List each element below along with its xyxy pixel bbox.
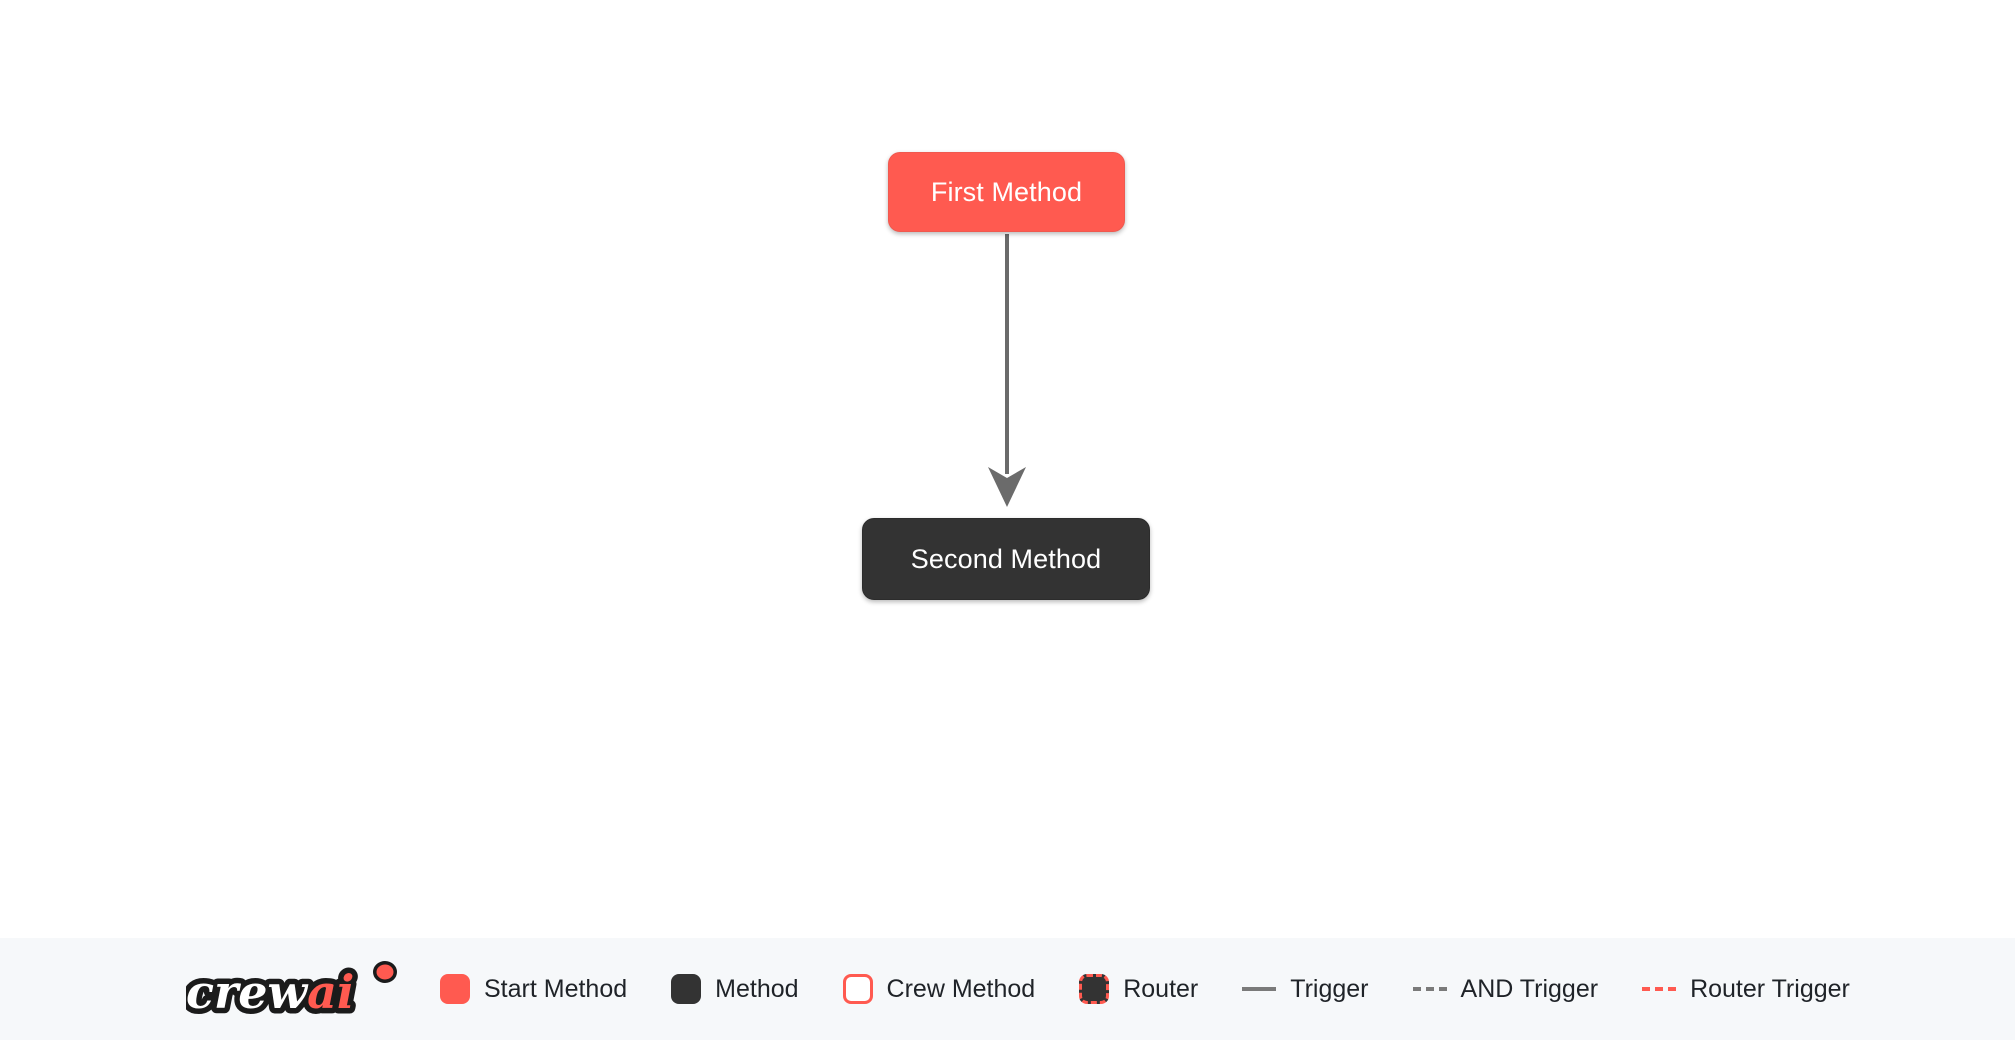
node-label: First Method [930, 176, 1083, 207]
edge-first-to-second [988, 234, 1026, 507]
legend-bar: crewai crew crewai Start Method Method C… [0, 938, 2015, 1040]
flow-canvas[interactable]: First Method Second Method [0, 0, 2015, 938]
and-trigger-line-icon [1412, 987, 1447, 991]
node-label: Second Method [910, 543, 1102, 574]
legend-item-and-trigger[interactable]: AND Trigger [1412, 974, 1599, 1003]
legend-label: Trigger [1290, 974, 1369, 1003]
legend-label: AND Trigger [1460, 974, 1599, 1003]
svg-text:crew: crew [186, 965, 309, 1019]
legend-label: Crew Method [886, 974, 1036, 1003]
legend-item-method[interactable]: Method [671, 974, 799, 1004]
node-first-method[interactable]: First Method [888, 152, 1125, 232]
crew-method-swatch-icon [842, 974, 873, 1004]
legend-items: Start Method Method Crew Method Router T… [440, 974, 1850, 1004]
edge-layer [988, 234, 1026, 507]
legend-label: Start Method [484, 974, 628, 1003]
start-method-swatch-icon [440, 974, 470, 1004]
router-swatch-icon [1079, 974, 1110, 1004]
legend-item-router[interactable]: Router [1079, 974, 1198, 1004]
trigger-line-icon [1242, 987, 1277, 991]
svg-text:crewai: crewai [186, 965, 354, 1019]
legend-label: Router Trigger [1690, 974, 1850, 1003]
crewai-logo[interactable]: crewai crew crewai [186, 958, 406, 1022]
legend-item-start-method[interactable]: Start Method [440, 974, 627, 1004]
legend-item-trigger[interactable]: Trigger [1242, 974, 1369, 1003]
node-second-method[interactable]: Second Method [862, 518, 1150, 600]
legend-item-router-trigger[interactable]: Router Trigger [1642, 974, 1850, 1003]
legend-label: Method [715, 974, 799, 1003]
method-swatch-icon [671, 974, 702, 1004]
legend-label: Router [1123, 974, 1199, 1003]
svg-text:crewai: crewai [186, 965, 354, 1019]
legend-item-crew-method[interactable]: Crew Method [842, 974, 1036, 1004]
crewai-logo-mark: crewai crew crewai [186, 960, 397, 1022]
arrowhead-icon [988, 467, 1026, 507]
router-trigger-line-icon [1642, 987, 1677, 991]
